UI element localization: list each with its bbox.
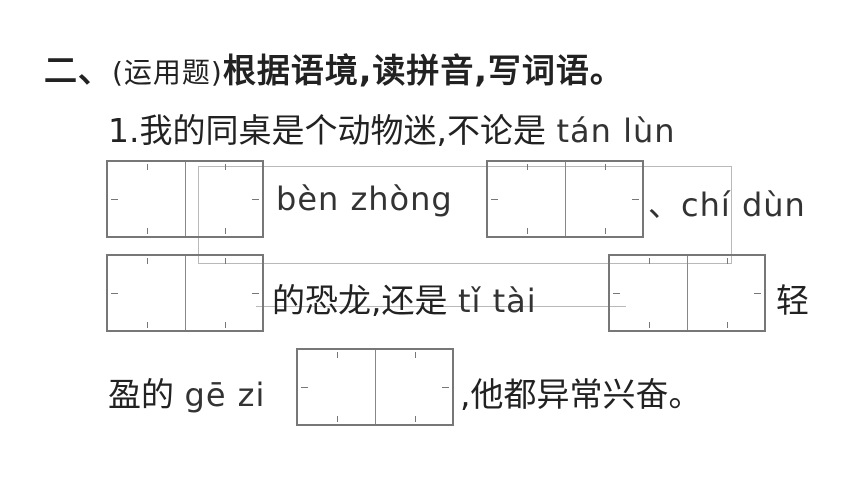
answer-box-5[interactable] (296, 348, 454, 426)
item-line4-text-b: ,他都异常兴奋。 (460, 375, 702, 414)
char-cell (108, 162, 186, 236)
char-cell (488, 162, 566, 236)
scan-guide-rect (198, 166, 732, 264)
char-cell (185, 256, 262, 330)
char-cell (185, 162, 262, 236)
item-line3-text-a: 的恐龙,还是 (272, 281, 448, 320)
char-cell (565, 162, 642, 236)
pinyin-ben-zhong: bèn zhòng (276, 180, 453, 218)
item-line4-text-a: 盈的 (108, 375, 174, 414)
char-cell (375, 350, 452, 424)
item-number: 1. (108, 111, 140, 150)
question-number: 二、 (44, 51, 112, 90)
char-cell (687, 256, 764, 330)
scan-guide-line (256, 306, 626, 307)
question-tag: (运用题) (112, 56, 223, 89)
char-cell (108, 256, 186, 330)
item-line3-text-b: 轻 (776, 281, 809, 320)
question-heading: 二、(运用题)根据语境,读拼音,写词语。 (44, 44, 624, 92)
pinyin-chi-dun: 、chí dùn (648, 186, 806, 224)
pinyin-tan-lun: tán lùn (556, 112, 676, 150)
item-line1-text: 我的同桌是个动物迷,不论是 (139, 111, 547, 150)
char-cell (610, 256, 688, 330)
pinyin-ti-tai: tǐ tài (458, 282, 537, 320)
pinyin-ge-zi: gē zi (184, 376, 266, 414)
answer-box-3[interactable] (106, 254, 264, 332)
answer-box-2[interactable] (486, 160, 644, 238)
answer-box-4[interactable] (608, 254, 766, 332)
answer-box-1[interactable] (106, 160, 264, 238)
item-line-3: 的恐龙,还是 tǐ tài (272, 274, 537, 322)
char-cell (298, 350, 376, 424)
item-line-1: 1.我的同桌是个动物迷,不论是 tán lùn (108, 104, 676, 152)
question-instruction: 根据语境,读拼音,写词语。 (222, 51, 624, 90)
item-line-4: 盈的 gē zi (108, 368, 265, 416)
